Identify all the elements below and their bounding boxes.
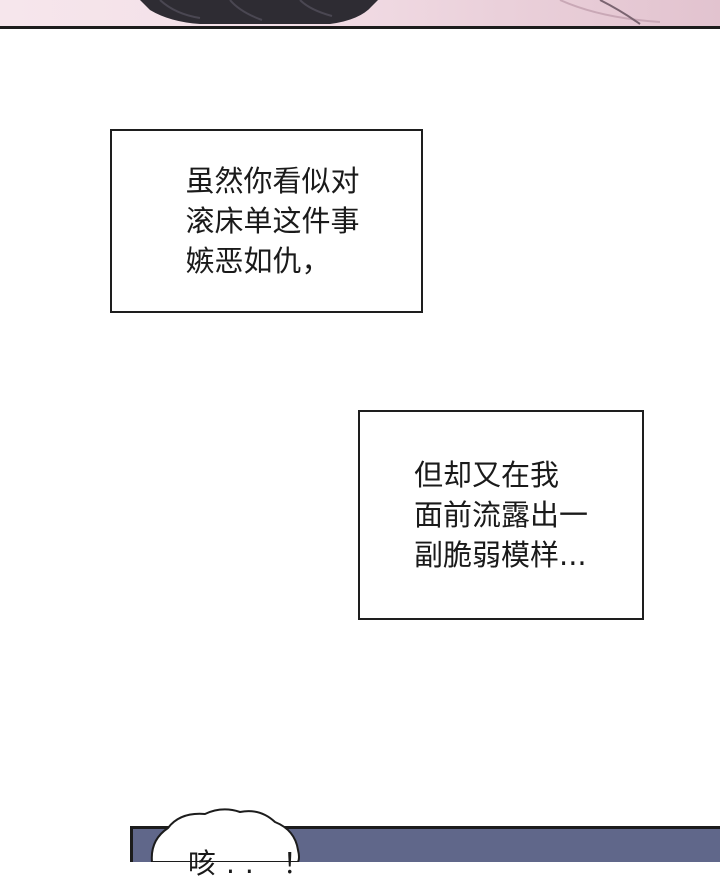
narration-text-2: 但却又在我 面前流露出一 副脆弱模样... <box>413 458 588 572</box>
character-hair-illustration <box>140 0 661 25</box>
narration-box-2: 但却又在我 面前流露出一 副脆弱模样... <box>358 410 644 620</box>
narration-box-1: 虽然你看似对 滚床单这件事 嫉恶如仇， <box>110 129 423 313</box>
narration-text-1: 虽然你看似对 滚床单这件事 嫉恶如仇， <box>185 164 360 278</box>
speech-bubble-text: 咳.. ！ <box>188 847 321 880</box>
top-comic-panel <box>0 0 720 29</box>
